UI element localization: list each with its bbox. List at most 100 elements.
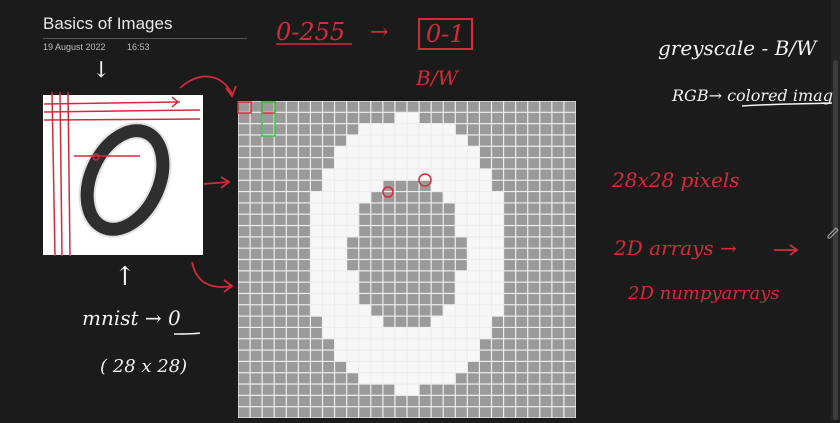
pixel-cell	[492, 339, 503, 350]
pixel-cell	[552, 180, 564, 191]
scrollbar-thumb[interactable]	[833, 60, 838, 420]
pen-icon[interactable]	[827, 226, 839, 239]
pixel-cell	[395, 282, 407, 293]
pixel-cell	[431, 203, 443, 214]
pixel-cell	[347, 339, 359, 350]
pixel-cell	[564, 294, 576, 305]
pixel-cell	[347, 282, 359, 293]
pixel-cell	[311, 395, 322, 407]
pixel-cell	[540, 384, 552, 395]
pixel-cell	[238, 373, 250, 384]
pixel-cell	[552, 203, 564, 214]
pixel-cell	[564, 282, 576, 293]
pixel-cell	[467, 294, 479, 305]
pixel-cell	[492, 169, 503, 180]
pixel-cell	[504, 407, 516, 418]
pixel-cell	[480, 305, 491, 316]
pixel-cell	[262, 101, 274, 112]
pixel-cell	[564, 339, 576, 350]
pixel-cell	[298, 282, 310, 293]
pixel-cell	[335, 407, 347, 418]
pixel-cell	[407, 237, 419, 248]
pixel-cell	[431, 361, 443, 373]
pixel-cell	[492, 350, 503, 361]
pixel-cell	[455, 101, 467, 112]
pixel-cell	[395, 260, 407, 271]
pixel-cell	[443, 214, 455, 225]
pixel-cell	[323, 112, 334, 124]
pixel-cell	[443, 384, 455, 395]
pixel-cell	[431, 214, 443, 225]
pixel-cell	[504, 203, 516, 214]
pixel-cell	[262, 328, 274, 339]
pixel-cell	[311, 112, 322, 124]
pixel-cell	[492, 237, 503, 248]
pixel-cell	[419, 316, 431, 327]
pixel-cell	[371, 158, 383, 169]
pixel-cell	[480, 180, 491, 191]
pixel-cell	[383, 214, 395, 225]
pixel-cell	[359, 112, 371, 124]
pixel-cell	[347, 135, 359, 146]
pixel-cell	[467, 407, 479, 418]
pixel-cell	[564, 260, 576, 271]
pixel-cell	[504, 339, 516, 350]
pixel-cell	[262, 237, 274, 248]
pixel-cell	[262, 158, 274, 169]
pixel-cell	[516, 384, 528, 395]
pixel-cell	[480, 124, 491, 135]
pixel-cell	[250, 248, 262, 259]
pixel-cell	[419, 395, 431, 407]
pixel-cell	[359, 395, 371, 407]
pixel-cell	[564, 192, 576, 203]
pixel-cell	[492, 373, 503, 384]
pixel-cell	[407, 112, 419, 124]
pixel-cell	[564, 180, 576, 191]
pixel-cell	[407, 373, 419, 384]
pixel-cell	[564, 146, 576, 158]
pixel-cell	[311, 282, 322, 293]
pixel-cell	[323, 158, 334, 169]
pixel-cell	[540, 203, 552, 214]
pixel-cell	[238, 180, 250, 191]
pixel-cell	[323, 350, 334, 361]
pixel-cell	[323, 271, 334, 282]
pixel-cell	[443, 169, 455, 180]
pixel-cell	[431, 339, 443, 350]
pixel-cell	[311, 339, 322, 350]
pixel-cell	[516, 158, 528, 169]
pixel-cell	[286, 316, 298, 327]
pixel-cell	[504, 384, 516, 395]
pixel-cell	[262, 180, 274, 191]
pixel-cell	[492, 112, 503, 124]
pixel-cell	[407, 384, 419, 395]
pixel-cell	[323, 146, 334, 158]
pixel-cell	[407, 407, 419, 418]
pixel-cell	[286, 169, 298, 180]
pixel-cell	[455, 271, 467, 282]
pixel-cell	[298, 260, 310, 271]
pixel-cell	[383, 192, 395, 203]
pixel-cell	[528, 260, 540, 271]
pixel-cell	[492, 192, 503, 203]
pixel-cell	[504, 101, 516, 112]
pixel-cell	[347, 384, 359, 395]
pixel-cell	[528, 135, 540, 146]
pixel-cell	[371, 328, 383, 339]
pixel-cell	[311, 214, 322, 225]
pixel-cell	[359, 260, 371, 271]
vertical-scrollbar[interactable]	[831, 0, 840, 420]
pixel-cell	[311, 384, 322, 395]
pixel-cell	[371, 135, 383, 146]
pixel-cell	[347, 101, 359, 112]
pixel-cell	[395, 180, 407, 191]
pixel-cell	[371, 271, 383, 282]
pixel-cell	[528, 316, 540, 327]
pixel-cell	[335, 350, 347, 361]
pixel-cell	[274, 169, 286, 180]
pixel-cell	[467, 384, 479, 395]
pixel-cell	[359, 214, 371, 225]
pixel-cell	[431, 350, 443, 361]
pixel-cell	[504, 112, 516, 124]
pixel-cell	[359, 373, 371, 384]
